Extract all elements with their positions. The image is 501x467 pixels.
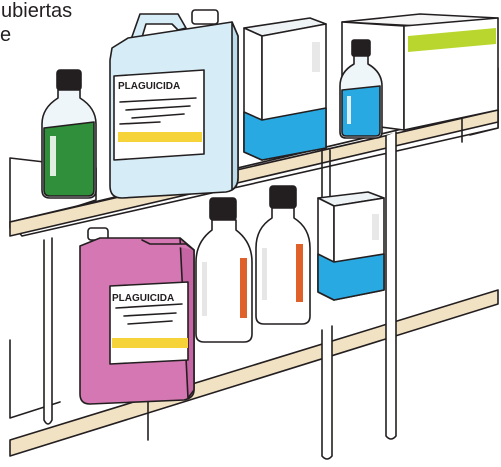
white-bottle-orange-stripe-1: [195, 197, 253, 343]
jug-top-label: PLAGUICIDA: [118, 81, 180, 92]
caption-line-2: e: [0, 24, 12, 46]
pesticide-jug-bottom: PLAGUICIDA: [79, 227, 195, 405]
small-blue-bottle: [339, 39, 383, 139]
blue-box-top: [243, 17, 327, 161]
blue-box-bottom: [317, 191, 385, 301]
green-bottle: [41, 69, 97, 199]
jug-bottom-label: PLAGUICIDA: [112, 293, 174, 304]
shelf-structure: [9, 67, 499, 460]
caption-line-1: ubiertas: [1, 0, 73, 22]
white-bottle-orange-stripe-2: [255, 185, 311, 325]
pesticide-jug-top: PLAGUICIDA: [109, 9, 239, 199]
